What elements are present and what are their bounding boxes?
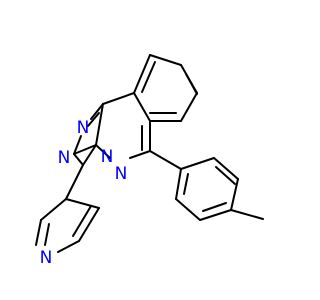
bond: [230, 209, 264, 220]
bond: [40, 198, 67, 221]
bond: [213, 157, 239, 180]
bond: [180, 92, 198, 122]
bond: [230, 178, 239, 211]
bond: [73, 144, 97, 155]
bond: [73, 135, 82, 155]
bond: [185, 73, 198, 95]
nitrogen-label: N: [115, 164, 128, 184]
bond: [65, 198, 100, 209]
bond: [133, 92, 151, 122]
bond: [95, 144, 111, 159]
bond: [199, 209, 232, 221]
nitrogen-label: N: [77, 118, 90, 138]
bond: [175, 198, 201, 221]
bond: [87, 112, 100, 127]
bond: [149, 150, 182, 170]
bond: [175, 168, 182, 200]
nitrogen-label: N: [101, 147, 114, 167]
bond: [57, 240, 80, 253]
bond: [82, 144, 97, 166]
bond: [73, 153, 84, 166]
nitrogen-label: N: [58, 148, 71, 168]
nitrogen-label: N: [40, 248, 53, 268]
bond: [35, 219, 42, 246]
bond: [215, 166, 236, 185]
atom-labels: N N N N N: [40, 118, 128, 268]
bond: [102, 92, 135, 105]
bond: [180, 157, 215, 170]
bond-set: [35, 54, 264, 253]
bond: [72, 205, 92, 237]
bond: [90, 103, 104, 120]
bond: [78, 207, 100, 242]
bond: [149, 54, 182, 66]
chemical-structure-diagram: N N N N N: [35, 54, 264, 268]
bond: [129, 150, 151, 159]
bond: [44, 223, 50, 246]
bond: [141, 61, 156, 93]
bond: [202, 202, 227, 212]
bond: [95, 103, 104, 146]
bond: [183, 173, 189, 195]
bond: [65, 164, 84, 200]
bond: [133, 54, 151, 94]
